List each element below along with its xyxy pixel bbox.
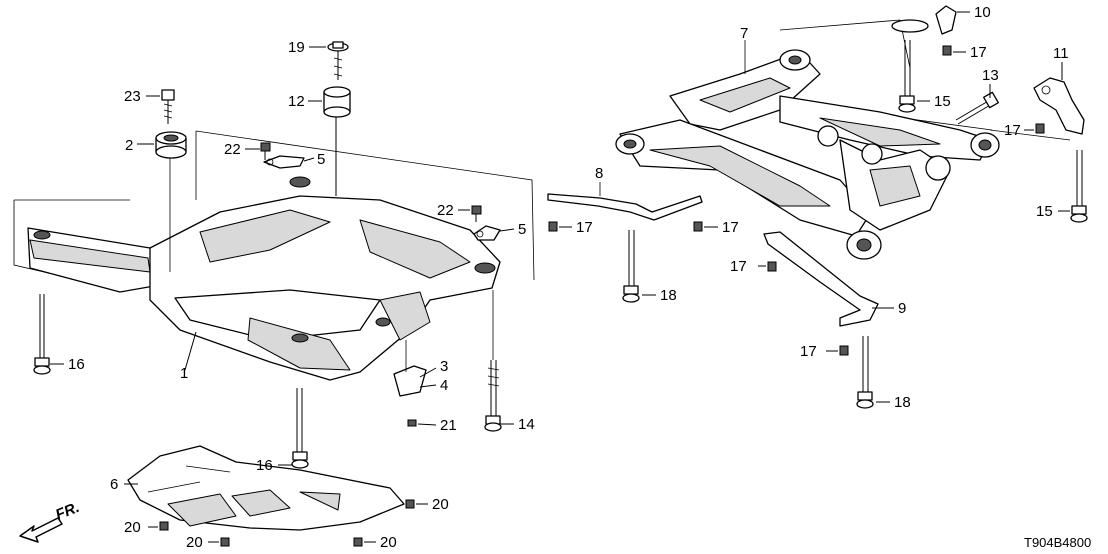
callout-4: 4 [440, 377, 448, 394]
callout-20: 20 [380, 534, 397, 551]
bolt-18-icon [622, 230, 874, 409]
callout-20: 20 [432, 496, 449, 513]
leader-lines [50, 11, 1070, 543]
bolt-14-icon [484, 290, 502, 432]
callout-7: 7 [740, 25, 748, 42]
callout-5: 5 [317, 151, 325, 168]
callout-22: 22 [224, 141, 241, 158]
front-direction-arrow-icon [19, 517, 63, 543]
bolt-16-icon [33, 294, 309, 469]
callout-12: 12 [288, 93, 305, 110]
callout-11: 11 [1053, 45, 1069, 62]
front-direction-label: FR. [53, 499, 82, 524]
callout-9: 9 [898, 300, 906, 317]
rear-subframe [615, 19, 1071, 260]
drawing-code: T904B4800 [1024, 535, 1091, 550]
callout-2: 2 [125, 137, 133, 154]
callout-18: 18 [894, 394, 911, 411]
callout-8: 8 [595, 165, 603, 182]
callout-20: 20 [124, 519, 141, 536]
bracket-5-icon [263, 155, 501, 241]
callout-21: 21 [440, 417, 457, 434]
front-subframe [13, 114, 535, 381]
bolt-15-icon [898, 40, 1088, 223]
callout-15: 15 [934, 93, 951, 110]
bushing-2-icon [155, 131, 187, 159]
callout-14: 14 [518, 416, 535, 433]
callout-1: 1 [180, 365, 188, 382]
callout-18: 18 [660, 287, 677, 304]
callout-15: 15 [1036, 203, 1053, 220]
fastener-17-icon [548, 45, 1045, 356]
callout-10: 10 [974, 4, 991, 21]
bolt-23-icon [161, 89, 175, 124]
callout-17: 17 [800, 343, 817, 360]
callout-16: 16 [68, 356, 85, 373]
bolt-19-icon [327, 41, 349, 80]
callout-3: 3 [440, 358, 448, 375]
fastener-20-icon [159, 499, 415, 547]
callout-6: 6 [110, 476, 118, 493]
callout-22: 22 [437, 202, 454, 219]
brace-9-icon [763, 231, 879, 327]
callout-17: 17 [722, 219, 739, 236]
callout-17: 17 [1004, 122, 1021, 139]
callout-20: 20 [186, 534, 203, 551]
callout-13: 13 [982, 67, 999, 84]
brace-8-icon [547, 182, 703, 221]
bolt-13-icon [955, 91, 999, 125]
callout-17: 17 [576, 219, 593, 236]
callout-17: 17 [730, 258, 747, 275]
callout-5: 5 [518, 221, 526, 238]
undercover-6-icon [127, 445, 405, 531]
clip-3-4-icon [393, 340, 427, 427]
callout-17: 17 [970, 44, 987, 61]
bracket-10-icon [891, 5, 957, 35]
spacer-12-icon [323, 86, 351, 118]
callout-16: 16 [256, 457, 273, 474]
callout-19: 19 [288, 39, 305, 56]
callout-23: 23 [124, 88, 141, 105]
bolt-22-icon [260, 142, 482, 222]
bracket-11-icon [1033, 77, 1085, 135]
